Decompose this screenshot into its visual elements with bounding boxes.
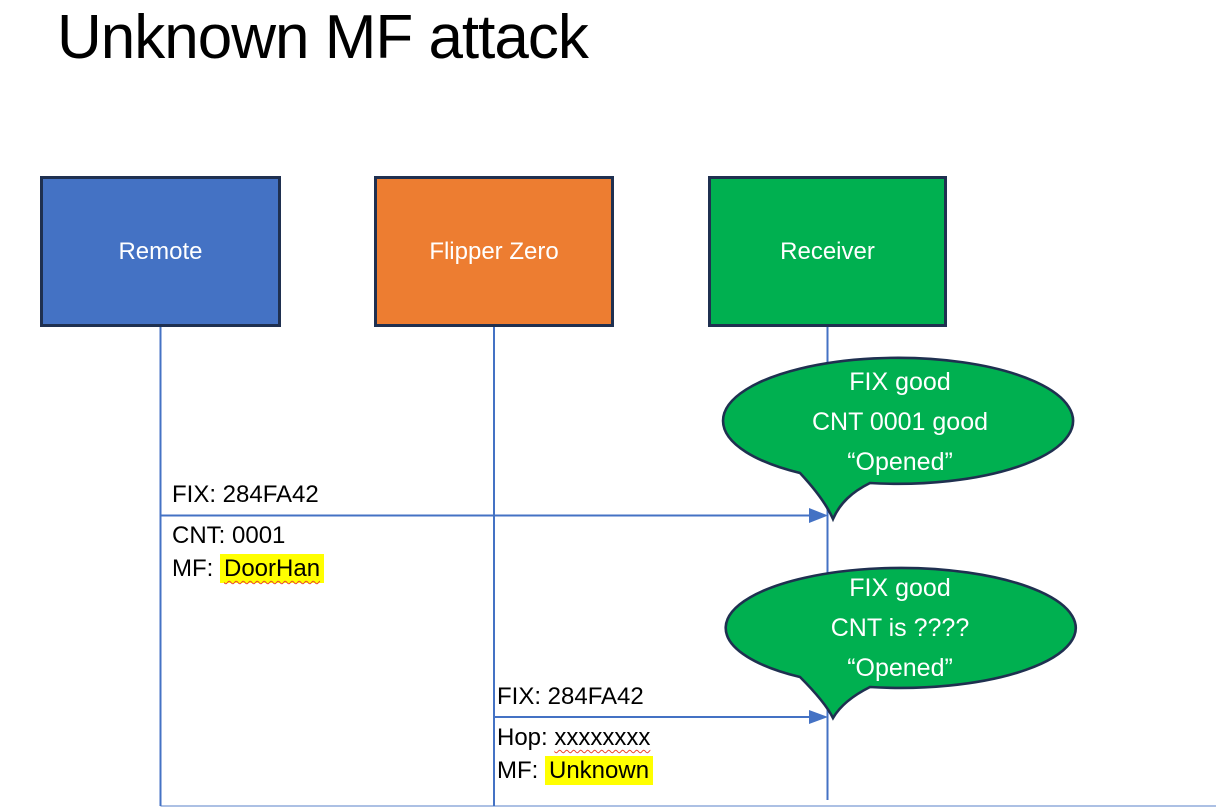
message-2-hop-value: xxxxxxxx [554,724,651,751]
slide-title: Unknown MF attack [57,3,589,72]
message-2-line-hop: Hop: xxxxxxxx [497,721,653,754]
message-2-mf-prefix: MF: [497,757,545,784]
actor-label-receiver: Receiver [780,237,875,265]
message-1-label-below: CNT: 0001 MF: DoorHan [172,519,325,585]
message-1-cnt-value: 0001 [232,522,286,549]
speech-bubble-2-text: FIX good CNT is ???? “Opened” [725,568,1075,688]
bubble-2-line-2: CNT is ???? [830,614,970,642]
message-2-line-mf: MF: Unknown [497,754,654,787]
message-arrowhead-2 [809,710,828,724]
message-1-mf-prefix: MF: [172,555,220,582]
bubble-1-line-2: CNT 0001 good [811,408,989,436]
message-1-line-cnt: CNT: 0001 [172,519,324,552]
message-1-line-mf: MF: DoorHan [172,552,325,585]
bubble-1-line-1: FIX good [849,368,951,396]
message-2-label-above: FIX: 284FA42 [497,683,644,710]
actor-label-flipper-zero: Flipper Zero [429,237,559,265]
speech-bubble-2 [724,566,1077,721]
message-1-cnt-prefix: CNT: [172,522,232,549]
message-2-label-below: Hop: xxxxxxxx MF: Unknown [497,721,654,787]
actor-box-flipper-zero: Flipper Zero [374,176,614,327]
speech-bubble-1 [721,356,1075,523]
speech-bubble-1-text: FIX good CNT 0001 good “Opened” [725,362,1075,482]
message-2-mf-value-highlighted: Unknown [545,756,654,785]
message-2-hop-prefix: Hop: [497,724,555,751]
bubble-1-line-3: “Opened” [847,448,953,476]
actor-box-remote: Remote [40,176,281,327]
actor-box-receiver: Receiver [708,176,947,327]
message-1-label-above: FIX: 284FA42 [172,481,319,508]
actor-label-remote: Remote [118,237,203,265]
message-arrowhead-1 [809,508,828,523]
message-1-mf-value-highlighted: DoorHan [220,554,325,583]
bubble-2-line-3: “Opened” [847,654,953,682]
bubble-2-line-1: FIX good [849,574,951,602]
